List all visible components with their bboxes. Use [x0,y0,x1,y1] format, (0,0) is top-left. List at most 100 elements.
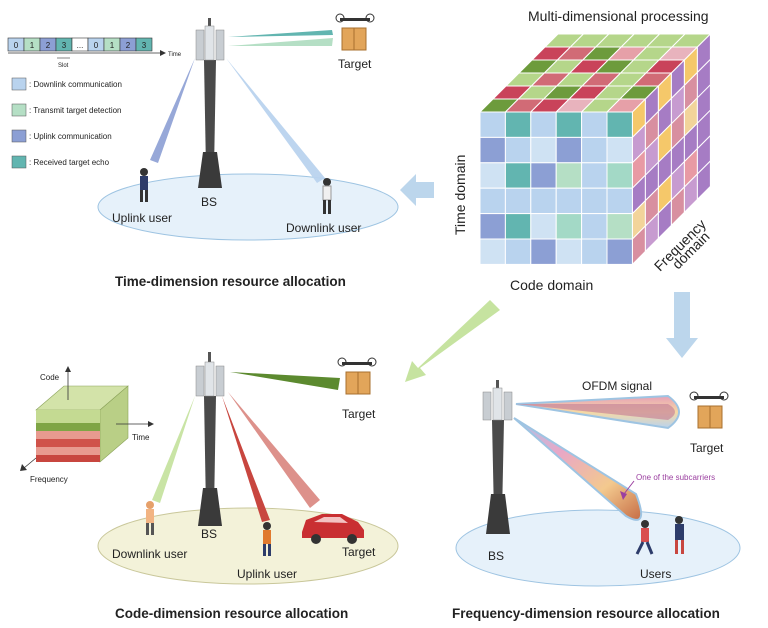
cube-front-cell [581,136,608,164]
drone-target-icon [337,357,377,395]
legend-swatch [11,103,27,117]
cube-front-cell [504,187,532,215]
uplink-user-figure [140,168,148,202]
legend-label: : Downlink communication [29,80,122,89]
downlink-beam [152,396,195,503]
bs-label: BS [201,195,217,209]
legend-label: : Uplink communication [29,132,112,141]
time-legend: : Downlink communication : Transmit targe… [11,77,122,169]
cube-front-cell [606,111,633,138]
cube-front-cell [606,162,633,189]
cube-front-cell [479,213,506,240]
cube-front-cell [555,238,583,265]
car-target-beam [228,392,320,508]
target-detect-beam [228,38,333,46]
cube-front-cell [555,111,583,138]
drone-target-beam [230,372,340,390]
arrow-to-time-panel [400,174,434,206]
cube-side-cell [696,159,711,201]
cube-front-cell [606,213,633,240]
uplink-user-label: Uplink user [112,211,172,225]
multi-dim-title: Multi-dimensional processing [528,8,709,24]
arrow-to-code-panel [405,300,500,382]
code-allocation-caption: Code-dimension resource allocation [115,606,348,621]
cube-front-cell [530,162,557,189]
cube-front-cell [530,187,557,215]
cube-front-cell [606,136,633,164]
freq-axis-line [23,457,37,469]
time-slot-cell [135,37,153,52]
cube-front-cell [479,162,506,189]
code-axis-arrow [65,366,71,372]
cube-front-cell [555,187,583,215]
cube-front-cell [504,238,532,265]
cube-front-cell [504,136,532,164]
time-slot-label: 1 [110,41,115,50]
cube-front-cell [504,213,532,240]
cube-front-cell [555,136,583,164]
base-station-tower [482,380,513,534]
time-slot-label: ... [77,41,84,50]
legend-label: : Transmit target detection [29,106,122,115]
frequency-allocation-caption: Frequency-dimension resource allocation [452,606,720,621]
cube-front-cell [479,187,506,215]
cube-front-cell [555,162,583,189]
cube-front-cell [530,136,557,164]
time-slot-label: 0 [14,41,19,50]
legend-swatch [11,77,27,91]
arrow-to-freq-panel [666,292,698,358]
cube-front-cell [606,238,633,265]
users-figures [635,516,684,555]
slot-label: Slot [58,63,69,69]
time-allocation-caption: Time-dimension resource allocation [115,274,346,289]
users-label: Users [640,567,671,581]
cube-front-cell [479,136,506,164]
target-label: Target [690,441,724,455]
cube-front-cell [581,213,608,240]
legend-swatch [11,155,27,169]
cube-front-cell [606,187,633,215]
cube-front-cell [581,187,608,215]
cube-front-cell [530,213,557,240]
cube-front-cell [581,111,608,138]
cube-front-cell [581,238,608,265]
legend-label: : Received target echo [29,158,110,167]
time-dimension-panel: BS Target Uplink user Downlink user 0 1 2 3… [7,13,399,241]
cube-front-cell [504,111,532,138]
time-slot-label: 1 [30,41,35,50]
code-dimension-panel: BS Target Downlink user Uplink user [20,352,399,585]
downlink-beam [226,58,325,183]
drone-target-icon [689,391,729,429]
bs-label: BS [488,549,504,563]
time-slot-label: 2 [46,41,51,50]
time-axis-label: Time [168,52,182,58]
cube-front-cell [530,111,557,138]
code-domain-axis: Code domain [510,277,593,293]
time-slot-label: 2 [126,41,131,50]
downlink-user-label: Downlink user [286,221,361,235]
frequency-axis-label: Frequency [30,475,68,484]
uplink-beam [150,58,195,163]
target-echo-beam [228,30,333,37]
uplink-user-figure [263,522,271,556]
downlink-user-label: Downlink user [112,547,187,561]
base-station-tower [195,18,225,188]
car-target-icon [302,514,364,544]
time-slot-label: 3 [142,41,147,50]
drone-target-icon [335,13,375,51]
uplink-user-label: Uplink user [237,567,297,581]
subcarrier-label: One of the subcarriers [636,473,715,482]
time-axis-arrow [148,421,154,427]
multi-dimensional-cube [478,32,712,266]
legend-swatch [11,129,27,143]
time-slot-label: 0 [94,41,99,50]
target-label: Target [338,57,372,71]
downlink-user-figure [322,178,332,214]
cube-front-cell [555,213,583,240]
users-signal-beam [513,417,643,521]
cube-front-cell [530,238,557,265]
freq-axis-arrow [20,464,27,471]
frequency-dimension-panel: One of the subcarriers BS OFDM signal Ta… [455,379,741,587]
